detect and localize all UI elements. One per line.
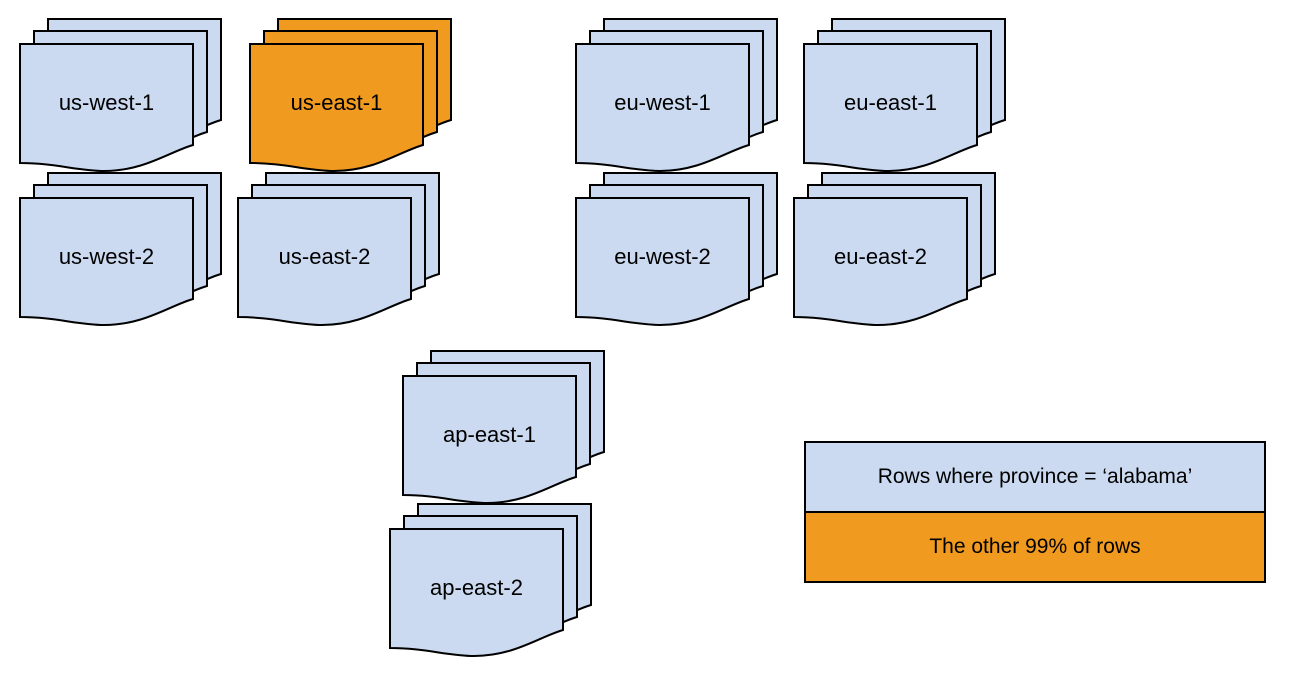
region-label-eu-west-1: eu-west-1 (614, 90, 711, 115)
legend-item-alabama-rows: Rows where province = ‘alabama’ (806, 443, 1264, 511)
region-label-ap-east-2: ap-east-2 (430, 575, 523, 600)
doc-stack-eu-west-2: eu-west-2 (575, 172, 778, 328)
doc-stack-eu-east-2: eu-east-2 (793, 172, 996, 328)
region-label-ap-east-1: ap-east-1 (443, 422, 536, 447)
region-label-us-west-2: us-west-2 (58, 244, 155, 269)
legend-label-alabama-rows: Rows where province = ‘alabama’ (877, 465, 1193, 488)
doc-stack-us-east-2: us-east-2 (237, 172, 440, 328)
region-label-eu-east-1: eu-east-1 (844, 90, 937, 115)
region-label-us-east-1: us-east-1 (290, 90, 383, 115)
region-label-us-east-2: us-east-2 (278, 244, 371, 269)
legend-label-other-rows: The other 99% of rows (929, 535, 1141, 558)
legend-item-other-rows: The other 99% of rows (806, 511, 1264, 581)
region-label-eu-west-2: eu-west-2 (614, 244, 711, 269)
region-label-eu-east-2: eu-east-2 (834, 244, 927, 269)
legend: Rows where province = ‘alabama’ The othe… (804, 441, 1266, 583)
doc-stack-ap-east-1: ap-east-1 (402, 350, 605, 506)
doc-stack-eu-east-1: eu-east-1 (803, 18, 1006, 174)
region-label-us-west-1: us-west-1 (58, 90, 155, 115)
doc-stack-ap-east-2: ap-east-2 (389, 503, 592, 659)
doc-stack-eu-west-1: eu-west-1 (575, 18, 778, 174)
doc-stack-us-east-1: us-east-1 (249, 18, 452, 174)
doc-stack-us-west-2: us-west-2 (19, 172, 222, 328)
doc-stack-us-west-1: us-west-1 (19, 18, 222, 174)
